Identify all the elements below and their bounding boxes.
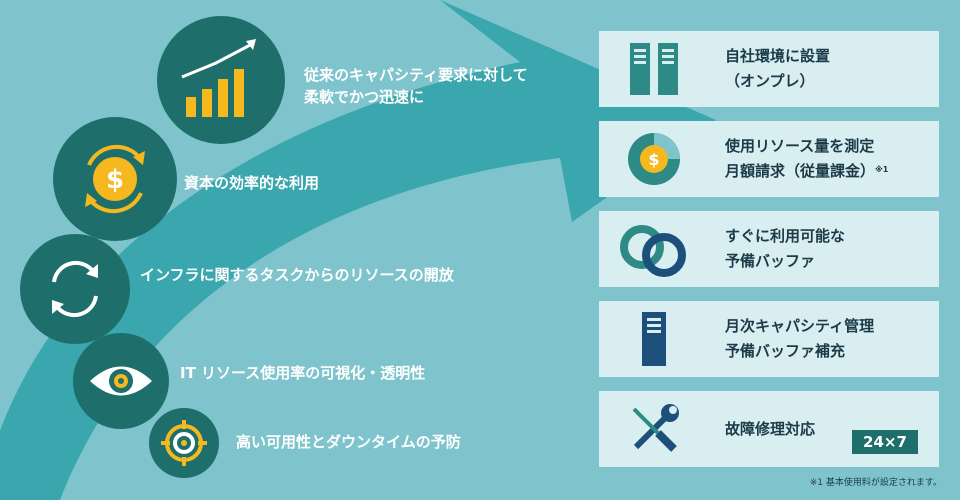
growth-chart-icon (157, 16, 285, 144)
footnote-marker: ※1 (875, 165, 889, 174)
benefit-text-1: 従来のキャパシティ要求に対して 柔軟でかつ迅速に (304, 66, 528, 106)
card-metered-billing-text: 使用リソース量を測定 月額請求（従量課金）※1 (725, 137, 889, 180)
card-on-premise: 自社環境に設置 （オンプレ） (599, 31, 939, 107)
card-on-premise-text: 自社環境に設置 （オンプレ） (725, 47, 831, 90)
dollar-pie-icon: $ (599, 121, 709, 197)
card-metered-billing: $ 使用リソース量を測定 月額請求（従量課金）※1 (599, 121, 939, 197)
linked-rings-icon (599, 211, 709, 287)
card-buffer-text: すぐに利用可能な 予備バッファ (725, 227, 846, 270)
server-rack-icon (599, 31, 709, 107)
card-capacity-text: 月次キャパシティ管理 予備バッファ補充 (725, 317, 875, 360)
card-buffer: すぐに利用可能な 予備バッファ (599, 211, 939, 287)
card-repair-text: 故障修理対応 (725, 420, 816, 438)
svg-text:$: $ (648, 150, 659, 169)
wrench-screwdriver-icon (599, 391, 709, 467)
benefit-text-2: 資本の効率的な利用 (184, 174, 320, 192)
svg-text:$: $ (106, 165, 124, 195)
refresh-cycle-icon (20, 234, 130, 344)
card-repair: 故障修理対応 24×7 (599, 391, 939, 467)
card-capacity: 月次キャパシティ管理 予備バッファ補充 (599, 301, 939, 377)
footnote: ※1 基本使用料が設定されます。 (809, 478, 942, 488)
dollar-cycle-icon: $ (53, 117, 177, 241)
eye-icon (73, 333, 169, 429)
single-server-icon (599, 301, 709, 377)
benefit-text-3: インフラに関するタスクからのリソースの開放 (140, 266, 454, 284)
benefit-text-5: 高い可用性とダウンタイムの予防 (236, 433, 461, 451)
benefit-text-4: IT リソース使用率の可視化・透明性 (180, 364, 426, 382)
target-icon (149, 408, 219, 478)
support-hours-badge: 24×7 (852, 430, 918, 454)
